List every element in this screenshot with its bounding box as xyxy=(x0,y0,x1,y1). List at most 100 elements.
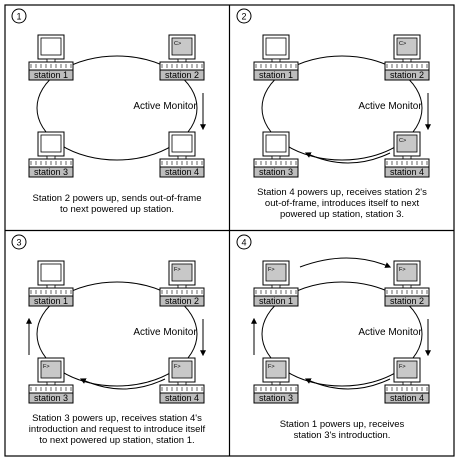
station-label: station 2 xyxy=(165,70,199,80)
screen-prompt: C> xyxy=(174,41,181,47)
active-monitor-label: Active Monitor xyxy=(133,101,197,112)
screen-prompt: F> xyxy=(43,364,50,370)
panel-number: 1 xyxy=(16,12,21,22)
screen-prompt: F> xyxy=(174,364,181,370)
active-monitor-label: Active Monitor xyxy=(358,327,422,338)
panel-caption-line: Station 3 powers up, receives station 4'… xyxy=(32,413,202,424)
station-label-box xyxy=(253,69,299,81)
station-4: F> station 4 xyxy=(384,357,430,404)
station-label-box xyxy=(253,392,299,404)
monitor-screen xyxy=(40,360,62,379)
station-label-box xyxy=(384,69,430,81)
monitor-screen xyxy=(396,360,418,379)
panel-number-circle xyxy=(11,234,27,250)
panel-number: 2 xyxy=(241,12,246,22)
station-label-box xyxy=(253,295,299,307)
screen-prompt: F> xyxy=(399,364,406,370)
station-3: station 3 xyxy=(28,131,74,178)
screen-prompt: C> xyxy=(399,138,406,144)
station-label: station 2 xyxy=(390,296,424,306)
flow-arrow-s4-s3 xyxy=(79,378,166,390)
station-1: station 1 xyxy=(253,34,299,81)
station-label-box xyxy=(384,166,430,178)
flow-arrow-s4-s3 xyxy=(304,378,391,390)
panel-4: 4F> station 1 F> station 2 F> station 3 F> stat… xyxy=(236,234,431,441)
station-2: F> station 2 xyxy=(384,260,430,307)
panel-caption-line: out-of-frame, introduces itself to next xyxy=(265,198,420,209)
station-1: F> station 1 xyxy=(253,260,299,307)
panel-number-circle xyxy=(11,8,27,24)
panel-caption-line: Station 4 powers up, receives station 2'… xyxy=(257,187,427,198)
station-label: station 1 xyxy=(34,296,68,306)
station-label: station 3 xyxy=(34,393,68,403)
screen-prompt: F> xyxy=(399,267,406,273)
monitor-screen xyxy=(40,263,62,282)
station-4: C> station 4 xyxy=(384,131,430,178)
station-label-box xyxy=(28,295,74,307)
monitor-screen xyxy=(171,263,193,282)
station-3: F> station 3 xyxy=(28,357,74,404)
station-label: station 2 xyxy=(390,70,424,80)
token-ring xyxy=(36,281,198,387)
screen-prompt: F> xyxy=(174,267,181,273)
flow-arrow-s4-s3 xyxy=(304,152,391,164)
station-2: C> station 2 xyxy=(159,34,205,81)
panel-number-circle xyxy=(236,234,252,250)
monitor-screen xyxy=(265,37,287,56)
monitor-screen xyxy=(265,360,287,379)
panel-number: 3 xyxy=(16,238,21,248)
panel-number: 4 xyxy=(241,238,246,248)
station-label-box xyxy=(253,166,299,178)
active-monitor-label: Active Monitor xyxy=(133,327,197,338)
monitor-screen xyxy=(171,360,193,379)
station-label: station 1 xyxy=(259,296,293,306)
monitor-screen xyxy=(396,263,418,282)
monitor-screen xyxy=(171,37,193,56)
station-label-box xyxy=(28,69,74,81)
monitor-screen xyxy=(40,37,62,56)
panel-2: 2 station 1 C> station 2 station 3 C> station … xyxy=(236,8,431,220)
screen-prompt: C> xyxy=(399,41,406,47)
station-3: F> station 3 xyxy=(253,357,299,404)
station-label-box xyxy=(28,166,74,178)
station-label: station 1 xyxy=(259,70,293,80)
panel-caption-line: station 3's introduction. xyxy=(294,430,391,441)
screen-prompt: F> xyxy=(268,267,275,273)
monitor-screen xyxy=(265,134,287,153)
token-ring xyxy=(36,55,198,161)
monitor-screen xyxy=(396,37,418,56)
station-label-box xyxy=(159,166,205,178)
screen-prompt: F> xyxy=(268,364,275,370)
panel-1: 1 station 1 C> station 2 station 3 station 4 A… xyxy=(11,8,206,215)
station-1: station 1 xyxy=(28,260,74,307)
station-3: station 3 xyxy=(253,131,299,178)
station-label-box xyxy=(28,392,74,404)
panel-3: 3 station 1 F> station 2 F> station 3 F> statio… xyxy=(11,234,206,446)
flow-arrow-s1-s2 xyxy=(299,257,392,268)
station-label: station 1 xyxy=(34,70,68,80)
panel-caption-line: Station 1 powers up, receives xyxy=(280,419,405,430)
panel-caption-line: introduction and request to introduce it… xyxy=(29,424,206,435)
station-label: station 4 xyxy=(165,167,199,177)
station-label: station 3 xyxy=(259,393,293,403)
panel-caption-line: powered up station, station 3. xyxy=(280,209,404,220)
station-label: station 2 xyxy=(165,296,199,306)
active-monitor-label: Active Monitor xyxy=(358,101,422,112)
token-ring xyxy=(261,55,423,161)
station-label-box xyxy=(159,69,205,81)
token-ring xyxy=(261,281,423,387)
station-label: station 4 xyxy=(165,393,199,403)
station-label: station 4 xyxy=(390,393,424,403)
station-label-box xyxy=(384,392,430,404)
station-label: station 3 xyxy=(259,167,293,177)
station-label: station 3 xyxy=(34,167,68,177)
station-label-box xyxy=(159,295,205,307)
station-4: F> station 4 xyxy=(159,357,205,404)
panel-number-circle xyxy=(236,8,252,24)
panel-caption-line: Station 2 powers up, sends out-of-frame xyxy=(33,193,202,204)
station-2: C> station 2 xyxy=(384,34,430,81)
station-label: station 4 xyxy=(390,167,424,177)
monitor-screen xyxy=(265,263,287,282)
